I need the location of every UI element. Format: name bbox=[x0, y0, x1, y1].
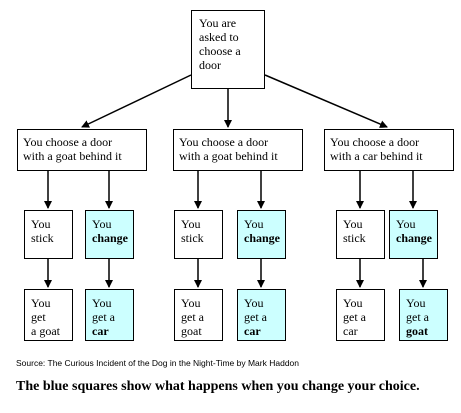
change-2-line-1: You bbox=[244, 217, 264, 231]
choice-1-line-2: with a goat behind it bbox=[23, 149, 122, 163]
change-result-1-line-1: You bbox=[92, 296, 112, 310]
stick-result-3-line-1: You bbox=[343, 296, 363, 310]
change-1-line-2: change bbox=[92, 231, 128, 245]
change-node-3: You change bbox=[389, 210, 438, 259]
change-node-1: You change bbox=[85, 210, 134, 259]
stick-3-line-1: You bbox=[343, 217, 363, 231]
stick-result-3-line-3: car bbox=[343, 324, 358, 338]
stick-result-3-line-2: get a bbox=[343, 310, 366, 324]
stick-1-line-2: stick bbox=[31, 231, 54, 245]
choice-2-line-1: You choose a door bbox=[179, 135, 269, 149]
arrow-root-to-choice-1 bbox=[81, 74, 192, 128]
choice-3-line-2: with a car behind it bbox=[330, 149, 423, 163]
stick-2-line-2: stick bbox=[181, 231, 204, 245]
source-credit: Source: The Curious Incident of the Dog … bbox=[16, 358, 300, 368]
choice-node-2: You choose a door with a goat behind it bbox=[173, 129, 303, 171]
stick-node-3: You stick bbox=[336, 210, 385, 259]
stick-result-1-line-1: You bbox=[31, 296, 51, 310]
stick-result-node-1: You get a goat bbox=[24, 289, 73, 341]
stick-result-1-line-2: get bbox=[31, 310, 46, 324]
change-result-3-line-2: get a bbox=[406, 310, 429, 324]
change-3-line-2: change bbox=[396, 231, 432, 245]
stick-2-line-1: You bbox=[181, 217, 201, 231]
stick-result-2-line-2: get a bbox=[181, 310, 204, 324]
change-result-node-1: You get a car bbox=[85, 289, 134, 341]
change-result-2-line-1: You bbox=[244, 296, 264, 310]
change-1-line-1: You bbox=[92, 217, 112, 231]
stick-node-1: You stick bbox=[24, 210, 73, 259]
stick-result-1-line-3: a goat bbox=[31, 324, 60, 338]
change-result-3-line-1: You bbox=[406, 296, 426, 310]
change-result-1-line-3: car bbox=[92, 324, 109, 338]
root-line-4: door bbox=[199, 58, 221, 72]
change-result-2-line-3: car bbox=[244, 324, 261, 338]
choice-node-3: You choose a door with a car behind it bbox=[324, 129, 454, 171]
change-3-line-1: You bbox=[396, 217, 416, 231]
change-result-node-3: You get a goat bbox=[399, 289, 448, 341]
choice-2-line-2: with a goat behind it bbox=[179, 149, 278, 163]
change-result-1-line-2: get a bbox=[92, 310, 115, 324]
change-node-2: You change bbox=[237, 210, 286, 259]
stick-1-line-1: You bbox=[31, 217, 51, 231]
root-node: You are asked to choose a door bbox=[191, 10, 265, 89]
choice-node-1: You choose a door with a goat behind it bbox=[17, 129, 147, 171]
stick-3-line-2: stick bbox=[343, 231, 366, 245]
change-2-line-2: change bbox=[244, 231, 280, 245]
stick-node-2: You stick bbox=[174, 210, 223, 259]
change-result-node-2: You get a car bbox=[237, 289, 286, 341]
stick-result-2-line-1: You bbox=[181, 296, 201, 310]
root-line-1: You are bbox=[199, 16, 237, 30]
change-result-3-line-3: goat bbox=[406, 324, 428, 338]
change-result-2-line-2: get a bbox=[244, 310, 267, 324]
choice-1-line-1: You choose a door bbox=[23, 135, 113, 149]
stick-result-node-3: You get a car bbox=[336, 289, 385, 341]
root-line-3: choose a bbox=[199, 44, 241, 58]
stick-result-2-line-3: goat bbox=[181, 324, 202, 338]
caption: The blue squares show what happens when … bbox=[16, 379, 420, 394]
choice-3-line-1: You choose a door bbox=[330, 135, 420, 149]
stick-result-node-2: You get a goat bbox=[174, 289, 223, 341]
root-line-2: asked to bbox=[199, 30, 239, 44]
arrow-root-to-choice-3 bbox=[264, 74, 388, 128]
